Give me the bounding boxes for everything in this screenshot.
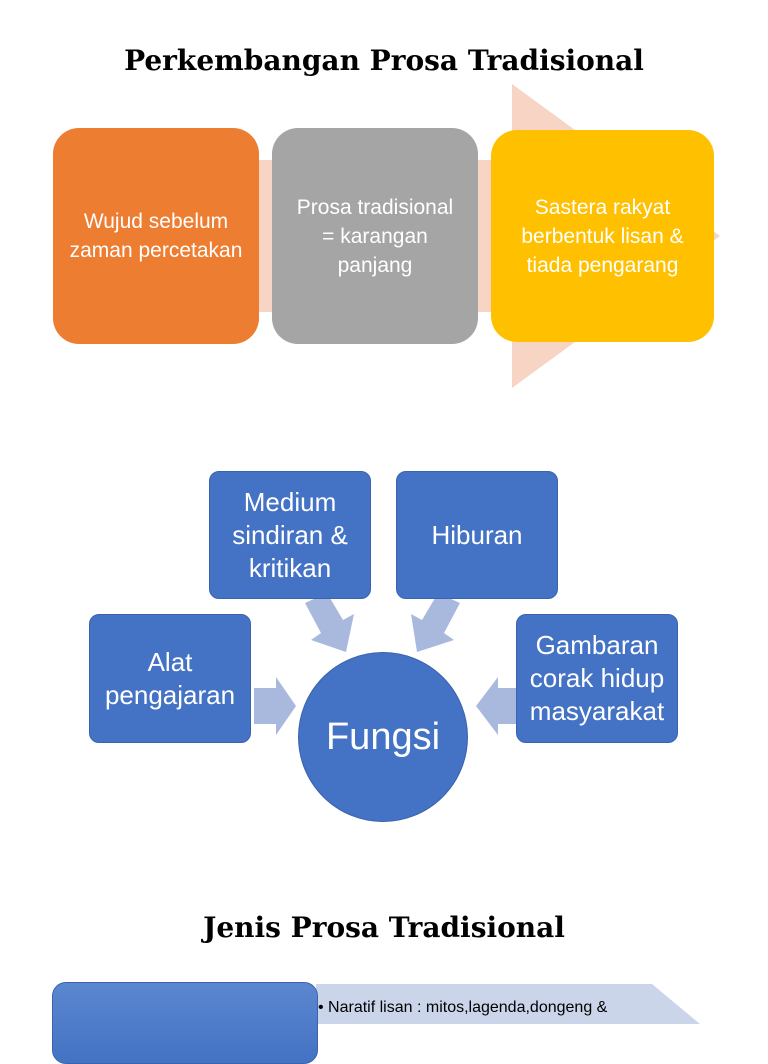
step-text-prosa: Prosa tradisional = karangan panjang (296, 195, 454, 277)
fungsi-text-hiburan: Hiburan (431, 519, 523, 550)
jenis-arrow (316, 984, 700, 1024)
section-title-perkembangan: Perkembangan Prosa Tradisional (124, 44, 644, 77)
fungsi-text-medium: Medium sindiran & kritikan (232, 486, 348, 583)
arrow-from-medium (305, 593, 354, 652)
fungsi-text-alat: Alat pengajaran (104, 646, 236, 710)
step-text-wujud: Wujud sebelum zaman percetakan (69, 210, 243, 262)
fungsi-box-hiburan: Hiburan (396, 471, 558, 599)
arrow-from-alat (254, 677, 296, 735)
jenis-bullet-naratif: • Naratif lisan : mitos,lagenda,dongeng … (318, 999, 608, 1016)
fungsi-text-gambaran: Gambaran corak hidup masyarakat (529, 630, 665, 726)
section-title-jenis: Jenis Prosa Tradisional (203, 911, 565, 944)
step-text-sastera: Sastera rakyat berbentuk lisan & tiada p… (521, 195, 684, 277)
fungsi-center-circle: Fungsi (298, 652, 468, 822)
fungsi-center-label: Fungsi (325, 715, 441, 758)
arrow-from-hiburan (411, 593, 460, 652)
fungsi-box-medium: Medium sindiran & kritikan (209, 471, 371, 599)
jenis-box (52, 982, 318, 1064)
arrow-from-gambaran (476, 677, 518, 735)
fungsi-box-alat: Alat pengajaran (89, 614, 251, 743)
step-box-prosa: Prosa tradisional = karangan panjang (272, 128, 478, 344)
step-box-sastera: Sastera rakyat berbentuk lisan & tiada p… (491, 130, 714, 342)
fungsi-box-gambaran: Gambaran corak hidup masyarakat (516, 614, 678, 743)
step-box-wujud: Wujud sebelum zaman percetakan (53, 128, 259, 344)
